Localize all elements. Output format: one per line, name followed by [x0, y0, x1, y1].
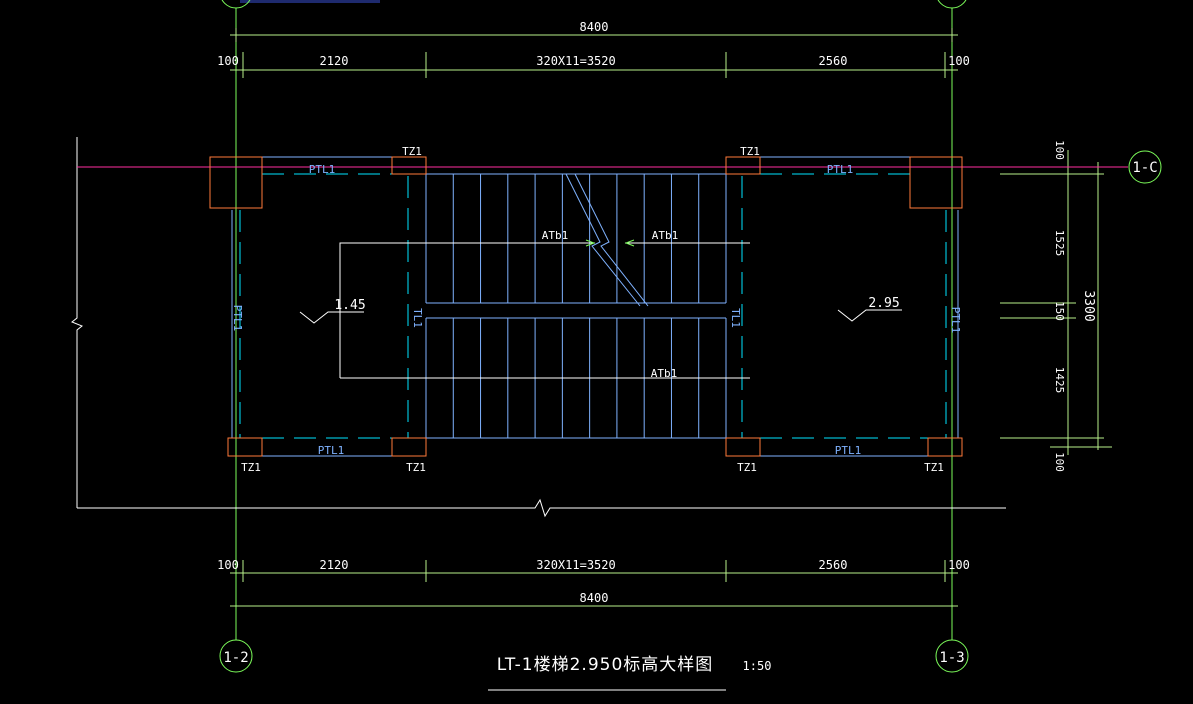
column-labels: TZ1 TZ1 TZ1 TZ1 TZ1 TZ1	[241, 145, 944, 474]
top-dimension-texts: 8400 100 2120 320X11=3520 2560 100	[217, 20, 970, 68]
axis-label-left: 1-2	[223, 650, 248, 666]
right-dim-4: 100	[1053, 452, 1066, 472]
right-dim-1: 1525	[1053, 230, 1066, 257]
bottom-dim-0: 100	[217, 558, 239, 572]
level-left: 1.45	[334, 298, 365, 313]
top-dim-2: 320X11=3520	[536, 54, 615, 68]
column-tz1-bottom-3	[725, 437, 761, 457]
top-dim-1: 2120	[320, 54, 349, 68]
level-marker-left	[299, 311, 364, 324]
flight-labels: ATb1 ATb1 ATb1	[542, 229, 679, 380]
right-overall-dim: 3300	[1081, 290, 1096, 321]
axis-bubble-right	[935, 639, 969, 673]
bottom-dimension-lines	[230, 560, 958, 607]
label-tz1-bottom-3: TZ1	[737, 461, 757, 474]
stair-well-outline	[426, 173, 726, 439]
axis-label-side: 1-C	[1132, 160, 1157, 176]
label-tz1-bottom-4: TZ1	[924, 461, 944, 474]
label-ptl1-top-right: PTL1	[827, 163, 854, 176]
level-right: 2.95	[868, 296, 899, 311]
beam-solid-lines	[231, 156, 959, 457]
label-tz1-bottom-1: TZ1	[241, 461, 261, 474]
top-overall-dim: 8400	[580, 20, 609, 34]
right-dimension-texts: 100 1525 150 1425 100 3300	[1053, 140, 1096, 472]
label-tl1-left: TL1	[411, 308, 424, 328]
axis-label-right: 1-3	[939, 650, 964, 666]
beam-lines	[239, 173, 947, 439]
label-ptl1-bottom-left: PTL1	[318, 444, 345, 457]
column-tz1-bottom-1	[227, 437, 263, 457]
bottom-break-line	[77, 498, 1006, 518]
column-tz1-top-right	[725, 156, 761, 175]
right-dimension-lines	[1000, 150, 1112, 455]
axis-bubble-side	[1128, 150, 1162, 184]
label-tz1-top-right: TZ1	[740, 145, 760, 158]
column-top-right-large	[909, 156, 963, 209]
label-tz1-bottom-2: TZ1	[406, 461, 426, 474]
axis-bubble-top-left	[221, 0, 251, 9]
column-tz1-bottom-2	[391, 437, 427, 457]
label-ptl1-bottom-right: PTL1	[835, 444, 862, 457]
right-dim-2: 150	[1053, 301, 1066, 321]
label-ptl1-top-left: PTL1	[309, 163, 336, 176]
bottom-dim-1: 2120	[320, 558, 349, 572]
axis-bubbles	[219, 0, 1162, 673]
right-dim-3: 1425	[1053, 367, 1066, 394]
bottom-overall-dim: 8400	[580, 591, 609, 605]
label-atb1-lower: ATb1	[651, 367, 678, 380]
top-accent-strip	[240, 0, 380, 3]
axis-bubble-left	[219, 639, 253, 673]
column-top-left-large	[209, 156, 263, 209]
bottom-dim-2: 320X11=3520	[536, 558, 615, 572]
label-ptl1-side-left: PTL1	[231, 305, 244, 332]
bottom-dim-4: 100	[948, 558, 970, 572]
label-atb1-upper-left: ATb1	[542, 229, 569, 242]
bottom-dim-3: 2560	[819, 558, 848, 572]
top-dimension-lines	[230, 28, 958, 78]
level-symbols	[299, 309, 902, 324]
label-ptl1-side-right: PTL1	[949, 307, 962, 334]
drawing-scale: 1:50	[743, 659, 772, 673]
bottom-dimension-texts: 100 2120 320X11=3520 2560 100 8400	[217, 558, 970, 605]
break-lines	[71, 137, 1006, 518]
columns	[209, 156, 963, 457]
flight-break-line	[565, 173, 641, 307]
column-tz1-bottom-4	[927, 437, 963, 457]
axis-bubble-top-right	[937, 0, 967, 9]
label-tl1-right: TL1	[729, 308, 742, 328]
flight-leaders	[339, 239, 750, 379]
right-dim-0: 100	[1053, 140, 1066, 160]
label-tz1-top-left: TZ1	[402, 145, 422, 158]
label-atb1-upper-right: ATb1	[652, 229, 679, 242]
top-dim-4: 100	[948, 54, 970, 68]
column-tz1-top-left	[391, 156, 427, 175]
drawing-title: LT-1楼梯2.950标高大样图	[497, 655, 714, 675]
level-marker-right	[837, 309, 902, 322]
left-break-line	[71, 137, 83, 508]
beam-labels: PTL1 PTL1 PTL1 PTL1 PTL1 PTL1 TL1 TL1	[231, 163, 962, 457]
top-dim-3: 2560	[819, 54, 848, 68]
top-dim-0: 100	[217, 54, 239, 68]
